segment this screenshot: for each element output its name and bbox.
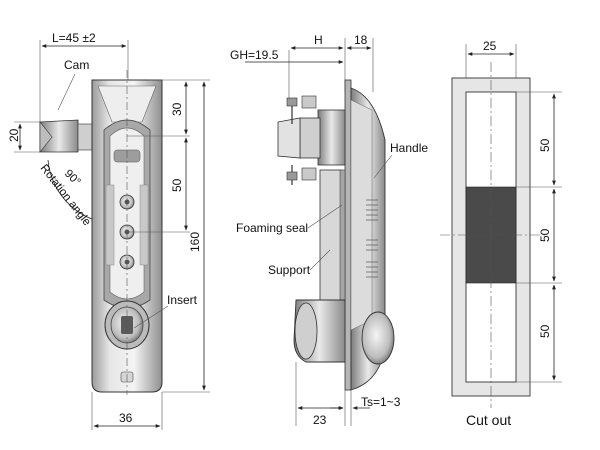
foaming-seal-label: Foaming seal [236, 221, 308, 235]
cutout-view: 25 50 50 50 Cut out [440, 39, 562, 428]
dim-160-label: 160 [188, 232, 202, 252]
dim-30-label: 30 [170, 102, 184, 116]
dim-50-top-label: 50 [538, 138, 552, 152]
dim-23-label: 23 [313, 413, 327, 427]
dim-gh-label: GH=19.5 [230, 48, 279, 62]
handle-label: Handle [390, 141, 428, 155]
side-view: H 18 GH=19.5 [230, 33, 428, 427]
front-view: L=45 ±2 Cam 20 90° Rotation angle [7, 31, 210, 430]
dim-ts-label: Ts=1~3 [361, 395, 401, 409]
cutout-caption: Cut out [466, 412, 511, 428]
dim-50-bot-label: 50 [538, 324, 552, 338]
dim-length-label: L=45 ±2 [52, 31, 96, 45]
insert-label: Insert [167, 293, 198, 307]
dim-25-label: 25 [483, 39, 497, 53]
dim-20-label: 20 [7, 128, 21, 142]
dim-50-mid-label: 50 [538, 228, 552, 242]
dim-36-label: 36 [119, 411, 133, 425]
cam-label: Cam [64, 58, 89, 72]
dim-18-label: 18 [354, 33, 368, 47]
dim-h-label: H [314, 33, 323, 47]
support-label: Support [268, 263, 311, 277]
handle-body [91, 79, 163, 393]
dim-50-label: 50 [170, 178, 184, 192]
cam [39, 119, 97, 153]
